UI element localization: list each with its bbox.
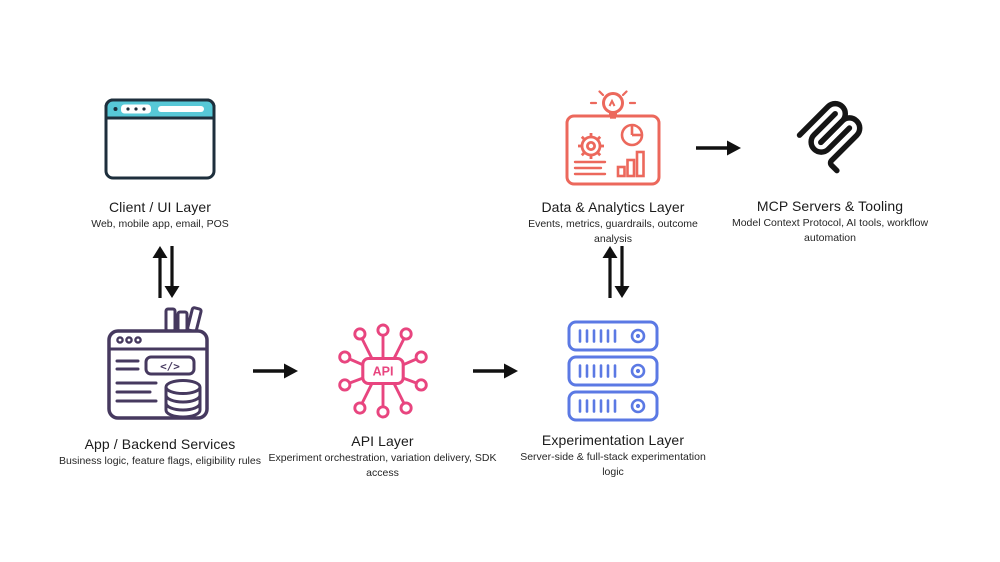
node-subtitle: Model Context Protocol, AI tools, workfl… xyxy=(731,217,929,244)
node-title: App / Backend Services xyxy=(84,436,236,452)
node-subtitle: Business logic, feature flags, eligibili… xyxy=(59,455,261,467)
api-glyph: API xyxy=(372,364,393,378)
arrow-api-to-experimentation-icon xyxy=(473,362,519,385)
browser-window-icon xyxy=(104,98,216,185)
backend-window-database-icon: </> xyxy=(106,306,214,431)
api-circuit-icon: API xyxy=(335,320,431,427)
node-data-analytics-layer: Data & Analytics Layer Events, metrics, … xyxy=(498,90,728,247)
node-title: API Layer xyxy=(351,433,414,449)
double-arrow-client-backend-icon xyxy=(151,246,181,303)
arrow-data-to-mcp-icon xyxy=(696,139,742,162)
server-stack-icon xyxy=(567,320,659,427)
node-experimentation-layer: Experimentation Layer Server-side & full… xyxy=(495,320,731,480)
mcp-logo-icon xyxy=(789,94,871,181)
node-title: Data & Analytics Layer xyxy=(541,199,685,215)
node-subtitle: Server-side & full-stack experimentation… xyxy=(520,451,706,478)
node-app-backend-services: </> App / Backend Services Business logi… xyxy=(20,306,300,469)
node-title: MCP Servers & Tooling xyxy=(756,198,904,214)
node-mcp-servers-tooling: MCP Servers & Tooling Model Context Prot… xyxy=(714,94,946,246)
node-subtitle: Web, mobile app, email, POS xyxy=(91,218,229,230)
node-subtitle: Events, metrics, guardrails, outcome ana… xyxy=(528,218,698,245)
code-glyph: </> xyxy=(160,360,180,373)
node-api-layer: API API Layer Experiment orchestration, … xyxy=(260,320,505,481)
node-title: Experimentation Layer xyxy=(541,432,685,448)
arrow-backend-to-api-icon xyxy=(253,362,299,385)
node-subtitle: Experiment orchestration, variation deli… xyxy=(268,452,497,479)
double-arrow-experimentation-data-icon xyxy=(601,246,631,303)
node-title: Client / UI Layer xyxy=(108,199,212,215)
analytics-board-icon xyxy=(563,90,663,193)
node-client-ui-layer: Client / UI Layer Web, mobile app, email… xyxy=(40,98,280,232)
